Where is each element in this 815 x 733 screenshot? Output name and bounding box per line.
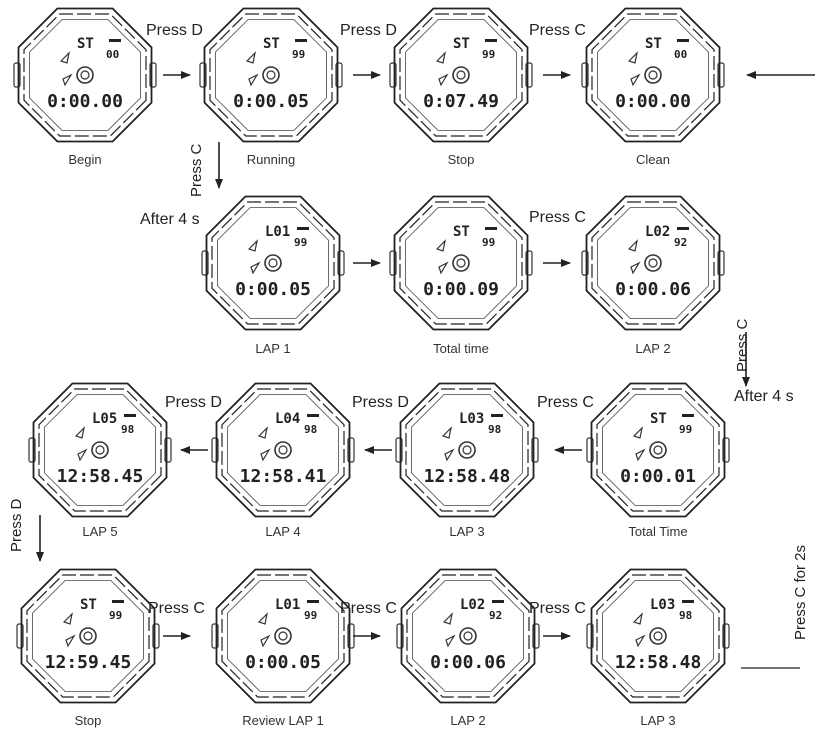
caption-stop: Stop: [447, 152, 475, 167]
display-time-digits: 0:00.06: [430, 652, 506, 673]
display-mode-text: L03: [459, 411, 484, 427]
display-mode-text: ST: [650, 411, 667, 427]
caption-total-time-2: Total Time: [628, 524, 688, 539]
caption-lap3: LAP 3: [449, 524, 485, 539]
watch-display: L01 99 0:00.05: [201, 195, 345, 331]
label-press-c-4: Press C: [148, 600, 205, 617]
display-mode-text: L01: [275, 597, 300, 613]
display-mode-text: ST: [77, 36, 94, 52]
display-sub-digits: 99: [482, 236, 495, 249]
display-sub-digits: 92: [674, 236, 687, 249]
display-sub-digits: 92: [489, 609, 502, 622]
caption-stop-2: Stop: [74, 713, 102, 728]
display-sub-digits: 98: [121, 423, 134, 436]
caption-begin: Begin: [68, 152, 102, 167]
caption-lap5: LAP 5: [82, 524, 118, 539]
display-sub-digits: 99: [109, 609, 122, 622]
display-sub-digits: 99: [482, 48, 495, 61]
watch-display: L04 98 12:58.41: [211, 382, 355, 518]
display-time-digits: 0:07.49: [423, 91, 499, 112]
display-sub-digits: 99: [294, 236, 307, 249]
watch-display: ST 99 0:00.01: [586, 382, 730, 518]
caption-lap2-2: LAP 2: [450, 713, 486, 728]
display-mode-text: ST: [453, 36, 470, 52]
display-time-digits: 0:00.00: [615, 91, 691, 112]
display-time-digits: 12:58.48: [615, 652, 702, 673]
watch-display: L01 99 0:00.05: [211, 568, 355, 704]
caption-lap1: LAP 1: [255, 341, 291, 356]
label-press-d-4: Press D: [352, 394, 409, 411]
label-press-c-2: Press C: [529, 209, 586, 226]
label-after-4s-1: After 4 s: [140, 211, 200, 228]
display-sub-digits: 00: [106, 48, 119, 61]
display-time-digits: 12:58.48: [424, 466, 511, 487]
watch-display: ST 00 0:00.00: [13, 7, 157, 143]
watch-display: L02 92 0:00.06: [396, 568, 540, 704]
display-sub-digits: 00: [674, 48, 687, 61]
watch-display: L03 98 12:58.48: [586, 568, 730, 704]
watch-display: ST 99 0:00.09: [389, 195, 533, 331]
display-time-digits: 12:58.45: [57, 466, 144, 487]
display-time-digits: 0:00.00: [47, 91, 123, 112]
display-mode-text: L02: [460, 597, 485, 613]
label-press-d-2: Press D: [340, 22, 397, 39]
display-mode-text: L04: [275, 411, 300, 427]
label-press-c-6: Press C: [529, 600, 586, 617]
caption-running: Running: [246, 152, 296, 167]
display-time-digits: 0:00.05: [233, 91, 309, 112]
label-vertical-press-d: Press D: [8, 498, 25, 552]
display-sub-digits: 98: [304, 423, 317, 436]
display-sub-digits: 99: [292, 48, 305, 61]
watch-display: ST 99 0:00.05: [199, 7, 343, 143]
watch-display: L05 98 12:58.45: [28, 382, 172, 518]
label-press-c-3: Press C: [537, 394, 594, 411]
label-press-c-1: Press C: [529, 22, 586, 39]
watch-display: L03 98 12:58.48: [395, 382, 539, 518]
caption-lap2: LAP 2: [635, 341, 671, 356]
display-time-digits: 0:00.05: [245, 652, 321, 673]
display-mode-text: ST: [80, 597, 97, 613]
display-time-digits: 0:00.09: [423, 279, 499, 300]
display-mode-text: L02: [645, 224, 670, 240]
display-time-digits: 0:00.06: [615, 279, 691, 300]
display-mode-text: L05: [92, 411, 117, 427]
display-sub-digits: 99: [679, 423, 692, 436]
label-vertical-press-c-1: Press C: [188, 143, 205, 197]
caption-clean: Clean: [636, 152, 670, 167]
display-time-digits: 0:00.05: [235, 279, 311, 300]
label-press-c-5: Press C: [340, 600, 397, 617]
caption-review-lap1: Review LAP 1: [242, 713, 324, 728]
display-mode-text: L03: [650, 597, 675, 613]
label-press-d-1: Press D: [146, 22, 203, 39]
label-after-4s-2: After 4 s: [734, 388, 794, 405]
caption-lap4: LAP 4: [265, 524, 301, 539]
display-time-digits: 12:58.41: [240, 466, 327, 487]
display-mode-text: L01: [265, 224, 290, 240]
display-mode-text: ST: [263, 36, 280, 52]
label-vertical-press-c-2: Press C: [734, 318, 751, 372]
display-time-digits: 0:00.01: [620, 466, 696, 487]
watch-display: L02 92 0:00.06: [581, 195, 725, 331]
watch-display: ST 99 0:07.49: [389, 7, 533, 143]
display-time-digits: 12:59.45: [45, 652, 132, 673]
label-press-d-3: Press D: [165, 394, 222, 411]
label-vertical-press-c-2s: Press C for 2s: [792, 544, 809, 640]
display-sub-digits: 98: [679, 609, 692, 622]
watch-display: ST 99 12:59.45: [16, 568, 160, 704]
display-mode-text: ST: [645, 36, 662, 52]
caption-lap3-2: LAP 3: [640, 713, 676, 728]
caption-total-time: Total time: [433, 341, 489, 356]
display-sub-digits: 99: [304, 609, 317, 622]
watch-display: ST 00 0:00.00: [581, 7, 725, 143]
display-mode-text: ST: [453, 224, 470, 240]
display-sub-digits: 98: [488, 423, 501, 436]
